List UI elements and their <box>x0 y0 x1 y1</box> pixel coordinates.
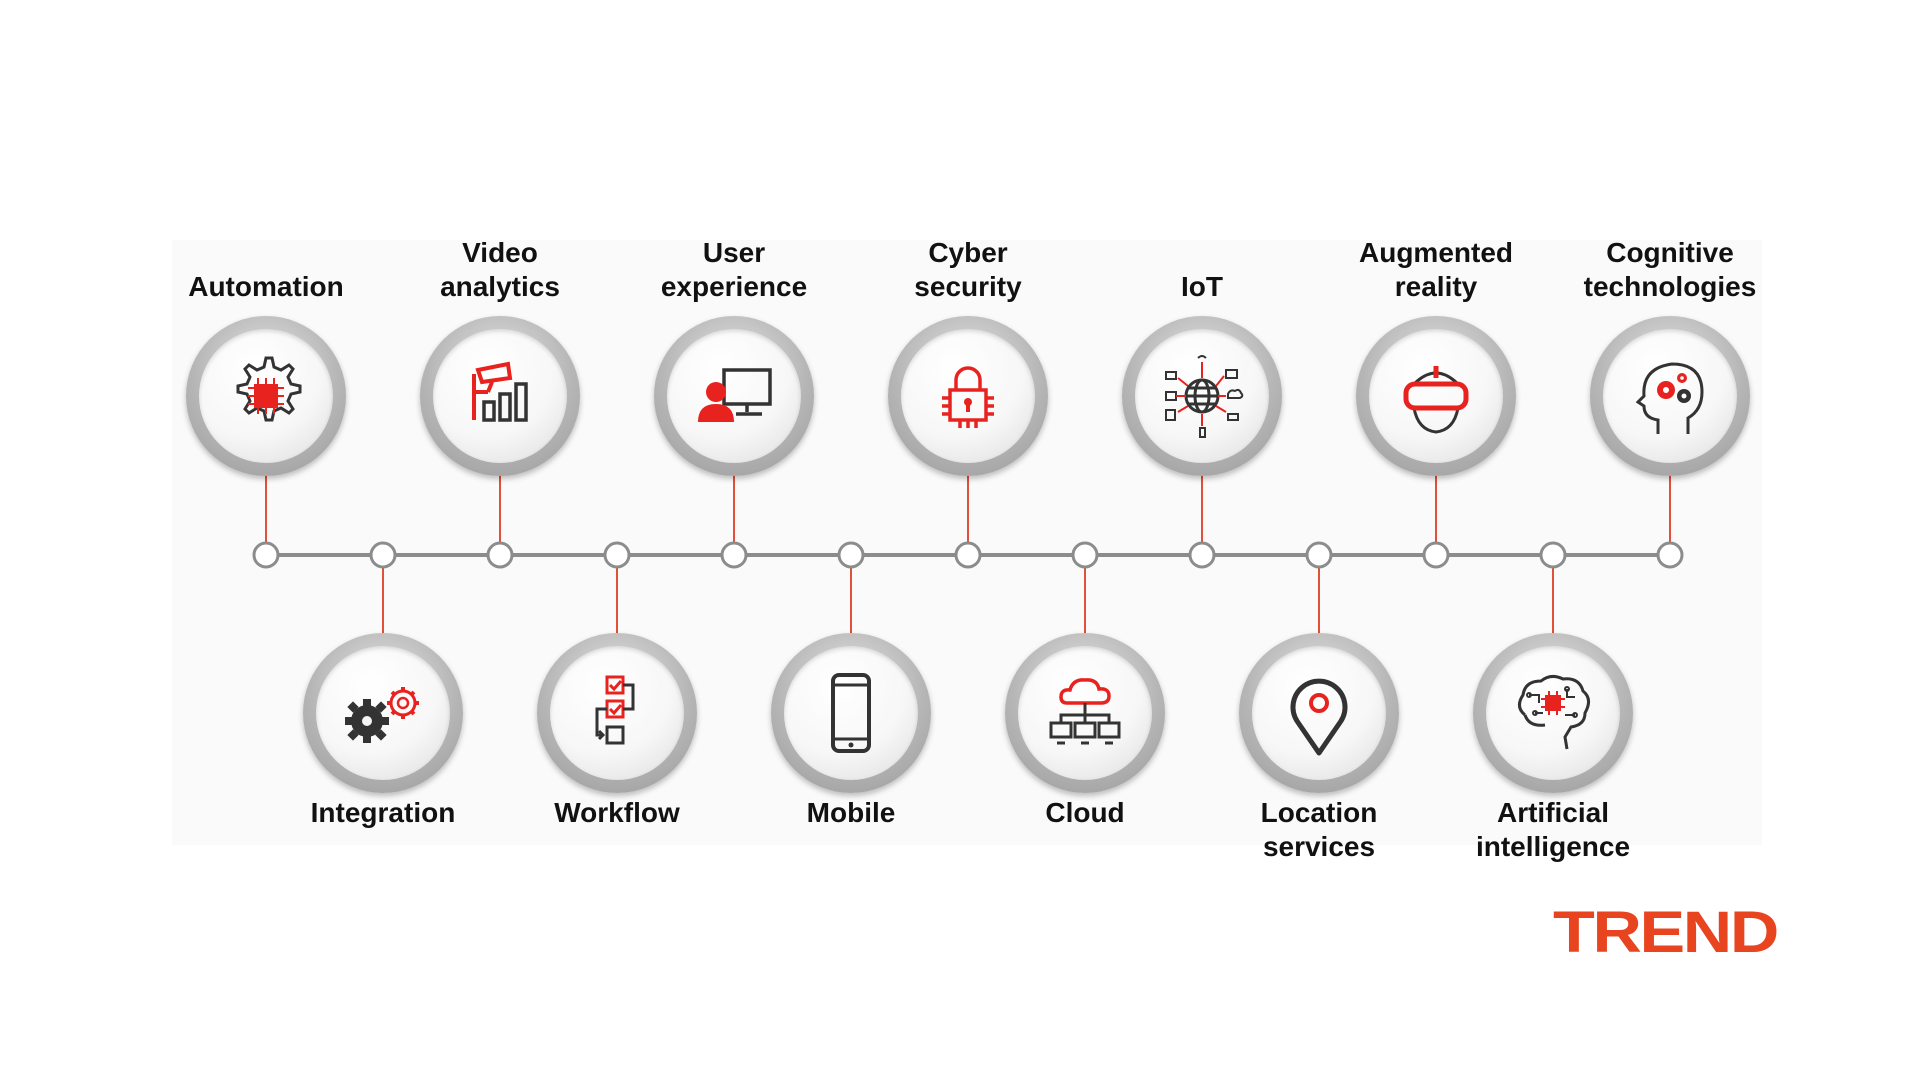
timeline-dot <box>252 541 280 569</box>
timeline-dot <box>1656 541 1684 569</box>
map-pin-icon <box>1290 678 1348 756</box>
label-cloud: Cloud <box>1045 797 1125 828</box>
node-artificial-intelligence <box>1473 633 1633 793</box>
user-monitor-icon <box>698 368 772 422</box>
node-user-experience <box>654 316 814 476</box>
head-gears-icon <box>1635 362 1704 434</box>
node-automation <box>186 316 346 476</box>
brain-chip-icon <box>1518 674 1590 750</box>
timeline-dot <box>837 541 865 569</box>
timeline-dot <box>720 541 748 569</box>
node-augmented-reality <box>1356 316 1516 476</box>
cloud-network-icon <box>1049 678 1121 745</box>
timeline-dot <box>1539 541 1567 569</box>
node-cyber-security <box>888 316 1048 476</box>
timeline-dot <box>369 541 397 569</box>
node-integration <box>303 633 463 793</box>
gear-chip-icon <box>236 356 302 422</box>
smartphone-icon <box>831 673 871 753</box>
vr-headset-icon <box>1403 366 1469 434</box>
node-cognitive-technologies <box>1590 316 1750 476</box>
checklist-flow-icon <box>595 675 635 745</box>
label-mobile: Mobile <box>806 797 896 828</box>
timeline-dot <box>486 541 514 569</box>
gears-icon <box>345 687 419 743</box>
node-video-analytics <box>420 316 580 476</box>
trend-logo: TREND <box>1553 900 1779 965</box>
label-iot: IoT <box>1181 271 1223 302</box>
label-workflow: Workflow <box>554 797 680 828</box>
padlock-chip-icon <box>942 366 994 428</box>
node-location-services <box>1239 633 1399 793</box>
node-cloud <box>1005 633 1165 793</box>
node-iot <box>1122 316 1282 476</box>
timeline-dot <box>1422 541 1450 569</box>
node-workflow <box>537 633 697 793</box>
timeline-dot <box>1188 541 1216 569</box>
node-mobile <box>771 633 931 793</box>
label-automation: Automation <box>188 271 344 302</box>
globe-network-icon <box>1165 355 1244 438</box>
camera-bar-chart-icon <box>472 361 528 422</box>
label-integration: Integration <box>310 797 456 828</box>
timeline-dot <box>1305 541 1333 569</box>
timeline-dot <box>603 541 631 569</box>
timeline-dot <box>1071 541 1099 569</box>
timeline-dot <box>954 541 982 569</box>
